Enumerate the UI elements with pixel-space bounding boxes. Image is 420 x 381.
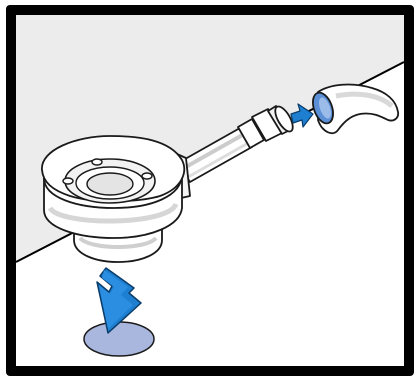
floor-hole-icon: [84, 322, 154, 356]
